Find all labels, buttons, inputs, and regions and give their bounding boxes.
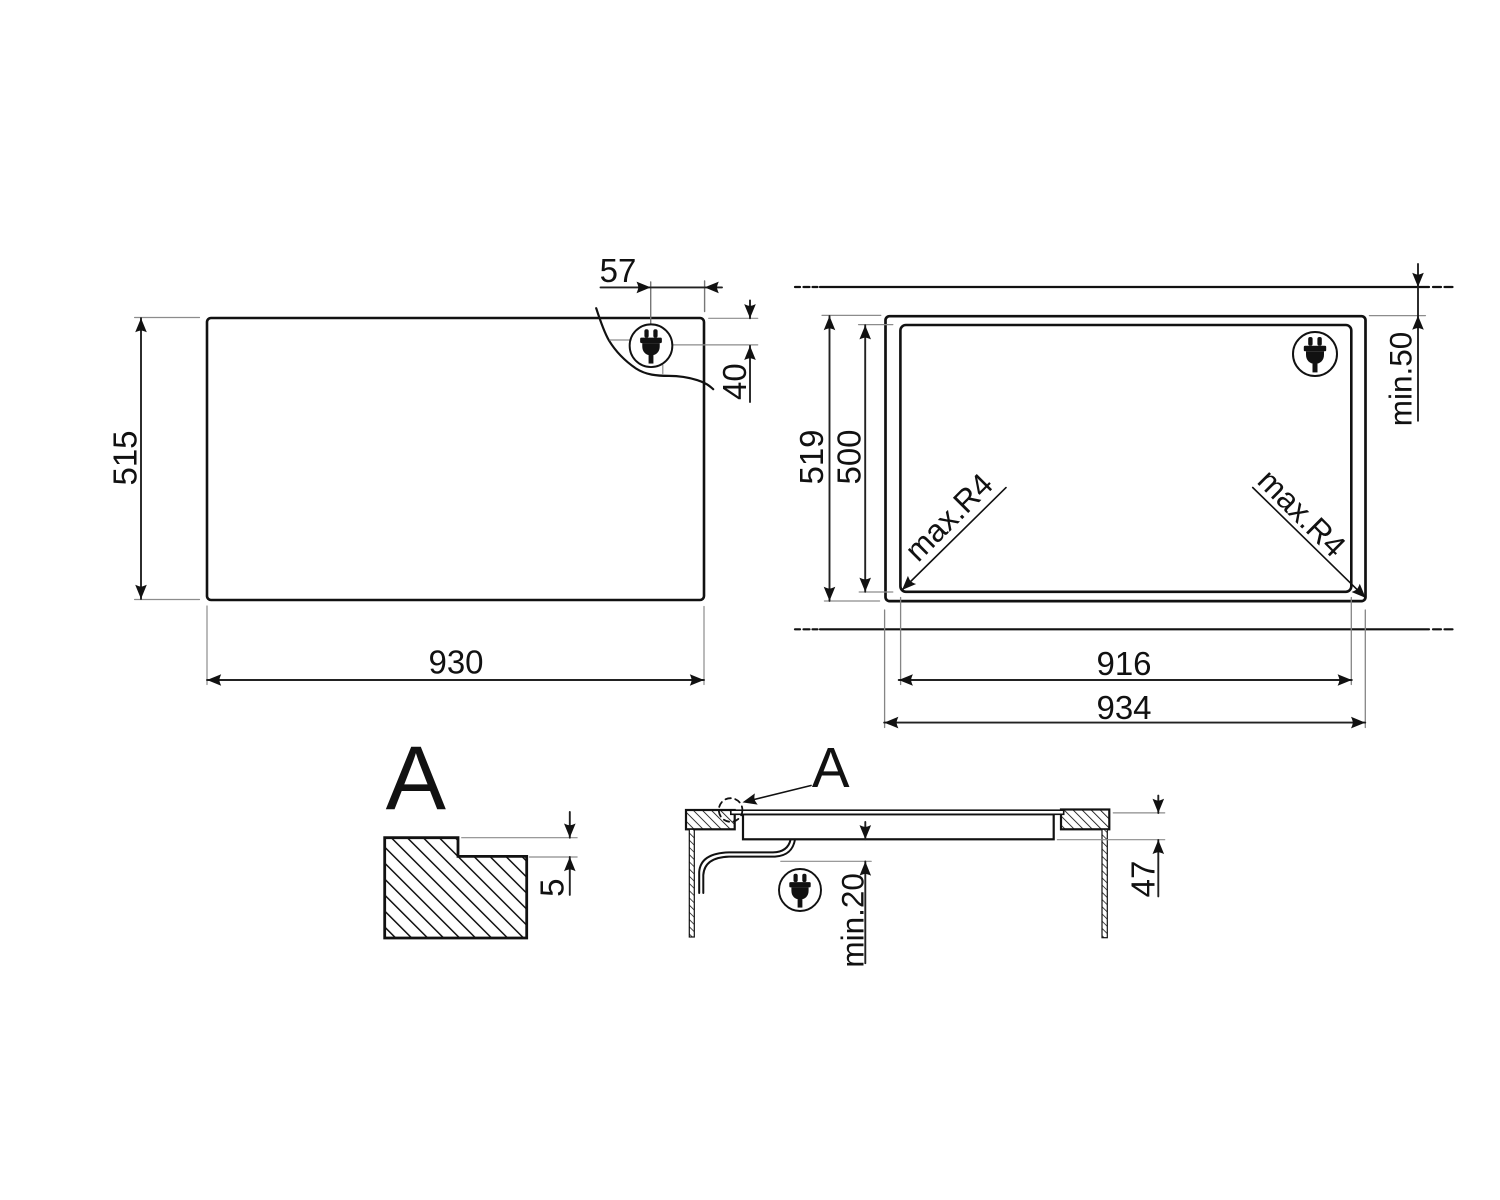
svg-text:A: A	[812, 736, 850, 799]
svg-text:930: 930	[428, 643, 483, 680]
svg-text:934: 934	[1096, 689, 1151, 726]
svg-text:57: 57	[600, 252, 637, 289]
svg-text:min.20: min.20	[834, 873, 870, 968]
svg-text:40: 40	[716, 363, 753, 400]
svg-text:5: 5	[534, 879, 571, 897]
svg-text:515: 515	[107, 430, 144, 485]
svg-text:916: 916	[1096, 645, 1151, 682]
svg-text:500: 500	[831, 429, 868, 484]
svg-text:min.50: min.50	[1383, 332, 1419, 427]
svg-text:A: A	[386, 729, 447, 830]
svg-text:47: 47	[1125, 861, 1162, 898]
svg-text:519: 519	[793, 429, 830, 484]
